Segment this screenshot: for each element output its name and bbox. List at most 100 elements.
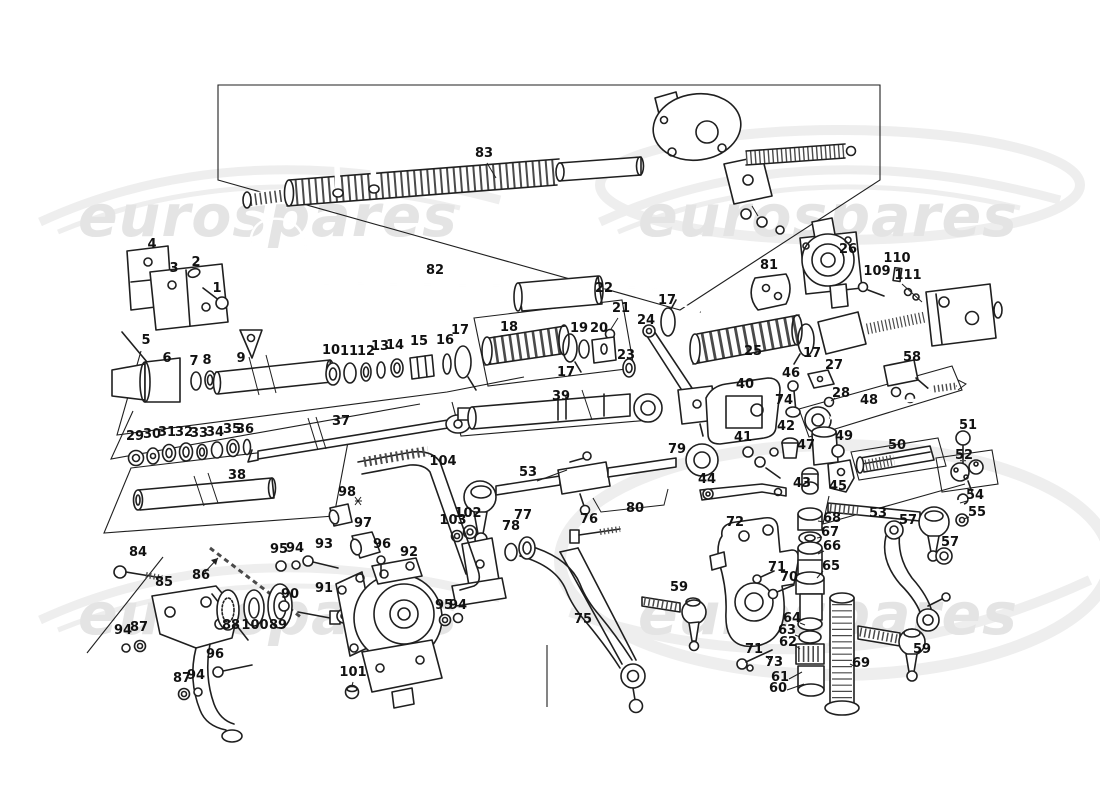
bushing-43 (801, 467, 819, 495)
part-label-20: 20 (590, 321, 608, 336)
part-label-52: 52 (955, 448, 973, 463)
part-label-95: 95 (270, 542, 288, 557)
part-label-57: 57 (899, 513, 917, 528)
part-label-94: 94 (187, 668, 205, 683)
part-label-84: 84 (129, 545, 147, 560)
part-label-2: 2 (191, 255, 200, 270)
part-label-45: 45 (829, 479, 847, 494)
part-label-11: 11 (340, 344, 358, 359)
boot-clamp-17 (797, 323, 815, 357)
part-label-73: 73 (765, 655, 783, 670)
control-arm (504, 526, 633, 669)
part-label-63: 63 (778, 623, 796, 638)
part-label-69: 69 (852, 656, 870, 671)
bracket-85 (151, 585, 243, 743)
part-label-71: 71 (745, 642, 763, 657)
feed-pipe-82 (239, 217, 701, 359)
column-bracket-104 (357, 446, 481, 591)
pump-cluster (113, 496, 464, 743)
idler-arm-57 (883, 520, 953, 632)
part-label-87: 87 (173, 671, 191, 686)
part-label-30: 30 (143, 427, 161, 442)
part-label-78: 78 (502, 519, 520, 534)
mount-brackets (126, 245, 229, 331)
part-label-96: 96 (373, 537, 391, 552)
part-label-31: 31 (158, 425, 176, 440)
part-label-17: 17 (451, 323, 469, 338)
part-label-35: 35 (223, 422, 241, 437)
part-label-9: 9 (236, 351, 245, 366)
link-44 (699, 483, 787, 501)
track-rod-37 (247, 414, 471, 463)
kingpin-69 (824, 592, 860, 716)
part-label-39: 39 (552, 389, 570, 404)
part-label-95: 95 (435, 598, 453, 613)
part-label-76: 76 (580, 512, 598, 527)
part-label-89: 89 (269, 618, 287, 633)
part-label-59: 59 (913, 642, 931, 657)
part-label-59: 59 (670, 580, 688, 595)
part-label-88: 88 (222, 618, 240, 633)
part-label-14: 14 (386, 338, 404, 353)
bellows-row (481, 299, 815, 437)
part-label-44: 44 (698, 472, 716, 487)
part-label-50: 50 (888, 438, 906, 453)
part-label-101: 101 (339, 665, 366, 680)
part-label-25: 25 (744, 344, 762, 359)
part-label-42: 42 (777, 419, 795, 434)
boot-clamp-17 (454, 345, 472, 379)
bush-77 (518, 536, 536, 560)
part-label-55: 55 (968, 505, 986, 520)
part-label-26: 26 (839, 242, 857, 257)
part-label-54: 54 (966, 488, 984, 503)
boot-clamp-17 (562, 333, 578, 363)
part-label-51: 51 (959, 418, 977, 433)
part-label-49: 49 (835, 429, 853, 444)
part-label-94: 94 (114, 623, 132, 638)
part-label-83: 83 (475, 146, 493, 161)
joint-52 (950, 459, 984, 493)
part-label-97: 97 (354, 516, 372, 531)
part-label-17: 17 (557, 365, 575, 380)
part-label-19: 19 (570, 321, 588, 336)
pinion-end (750, 217, 1003, 404)
part-label-102: 102 (454, 506, 481, 521)
part-label-98: 98 (338, 485, 356, 500)
part-label-24: 24 (637, 313, 655, 328)
plug-101 (344, 681, 360, 700)
part-label-8: 8 (202, 353, 211, 368)
plate-27 (807, 369, 835, 389)
damper-39 (457, 389, 663, 430)
part-label-12: 12 (357, 344, 375, 359)
part-label-70: 70 (780, 570, 798, 585)
right-tie-rod (827, 430, 984, 562)
part-label-65: 65 (822, 559, 840, 574)
part-label-43: 43 (793, 476, 811, 491)
part-label-111: 111 (894, 268, 921, 283)
part-label-66: 66 (823, 539, 841, 554)
part-label-77: 77 (514, 508, 532, 523)
part-label-38: 38 (228, 468, 246, 483)
steering-rack-assembly (242, 91, 857, 235)
part-label-74: 74 (775, 393, 793, 408)
part-label-46: 46 (782, 366, 800, 381)
washer-74 (785, 406, 801, 418)
steering-arm-75 (559, 547, 646, 714)
part-label-1: 1 (212, 281, 221, 296)
input-coupling-26 (799, 217, 863, 309)
bolt-96-lower (212, 664, 253, 678)
part-label-79: 79 (668, 442, 686, 457)
part-label-48: 48 (860, 393, 878, 408)
tube-38 (132, 472, 277, 511)
part-label-5: 5 (141, 333, 150, 348)
bolt-84 (113, 565, 163, 581)
part-label-53: 53 (869, 506, 887, 521)
clamp-81 (750, 273, 791, 311)
part-label-64: 64 (783, 611, 801, 626)
rack-pinion-housing (652, 91, 785, 235)
bolt-93 (302, 555, 339, 569)
part-label-103: 103 (439, 513, 466, 528)
kingpin-bolts (736, 570, 795, 672)
part-label-37: 37 (332, 414, 350, 429)
